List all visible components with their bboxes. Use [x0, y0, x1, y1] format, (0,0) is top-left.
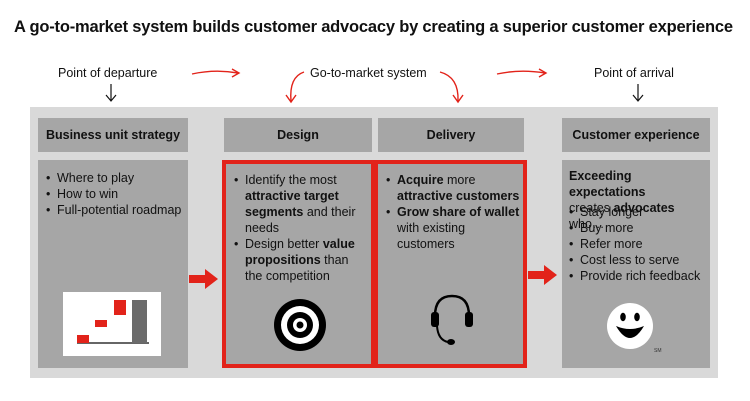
point-of-departure-label: Point of departure	[58, 66, 158, 80]
strategy-bullet: How to win	[46, 186, 184, 202]
experience-bullet: Buy more	[569, 220, 709, 236]
design-bullet-value-propositions: Design better value propositions than th…	[234, 236, 369, 284]
experience-panel: Exceeding expectations creates advocates…	[562, 160, 710, 368]
bar-chart-icon	[63, 292, 161, 356]
big-red-arrow-icon-1	[189, 269, 218, 289]
header-arrows	[105, 68, 644, 104]
red-curved-arrow-delivery-icon	[439, 71, 464, 104]
experience-heading: Customer experience	[562, 118, 710, 152]
target-icon	[274, 299, 326, 351]
strategy-heading: Business unit strategy	[38, 118, 188, 152]
design-heading: Design	[224, 118, 372, 152]
delivery-panel: Acquire more attractive customers Grow s…	[374, 160, 527, 368]
experience-bullet: Cost less to serve	[569, 252, 709, 268]
experience-bullet: Stay longer	[569, 204, 709, 220]
delivery-bullet-acquire: Acquire more attractive customers	[386, 172, 524, 204]
delivery-bullet-grow-share: Grow share of wallet with existing custo…	[386, 204, 524, 252]
delivery-heading: Delivery	[378, 118, 524, 152]
red-right-arrow-icon-2	[496, 68, 548, 78]
red-curved-arrow-design-icon	[285, 71, 305, 104]
arrival-down-arrow-icon	[632, 84, 644, 102]
red-right-arrow-icon-1	[191, 68, 241, 78]
experience-bullet-list: Stay longer Buy more Refer more Cost les…	[569, 204, 709, 284]
smiley-icon	[607, 303, 653, 349]
design-panel: Identify the most attractive target segm…	[222, 160, 375, 368]
page-title: A go-to-market system builds customer ad…	[14, 18, 733, 36]
delivery-bullet-list: Acquire more attractive customers Grow s…	[386, 172, 524, 252]
strategy-bullet: Full-potential roadmap	[46, 202, 184, 218]
point-of-arrival-label: Point of arrival	[594, 66, 674, 80]
service-mark: SM	[654, 348, 662, 354]
strategy-bullet: Where to play	[46, 170, 184, 186]
strategy-panel: Where to play How to win Full-potential …	[38, 160, 188, 368]
big-red-arrow-icon-2	[528, 265, 557, 285]
strategy-bullet-list: Where to play How to win Full-potential …	[46, 170, 184, 218]
headset-icon	[431, 294, 473, 345]
experience-bullet: Provide rich feedback	[569, 268, 709, 284]
experience-bullet: Refer more	[569, 236, 709, 252]
go-to-market-system-label: Go-to-market system	[310, 66, 427, 80]
design-bullet-list: Identify the most attractive target segm…	[234, 172, 369, 284]
departure-down-arrow-icon	[105, 84, 117, 102]
design-bullet-segments: Identify the most attractive target segm…	[234, 172, 369, 236]
